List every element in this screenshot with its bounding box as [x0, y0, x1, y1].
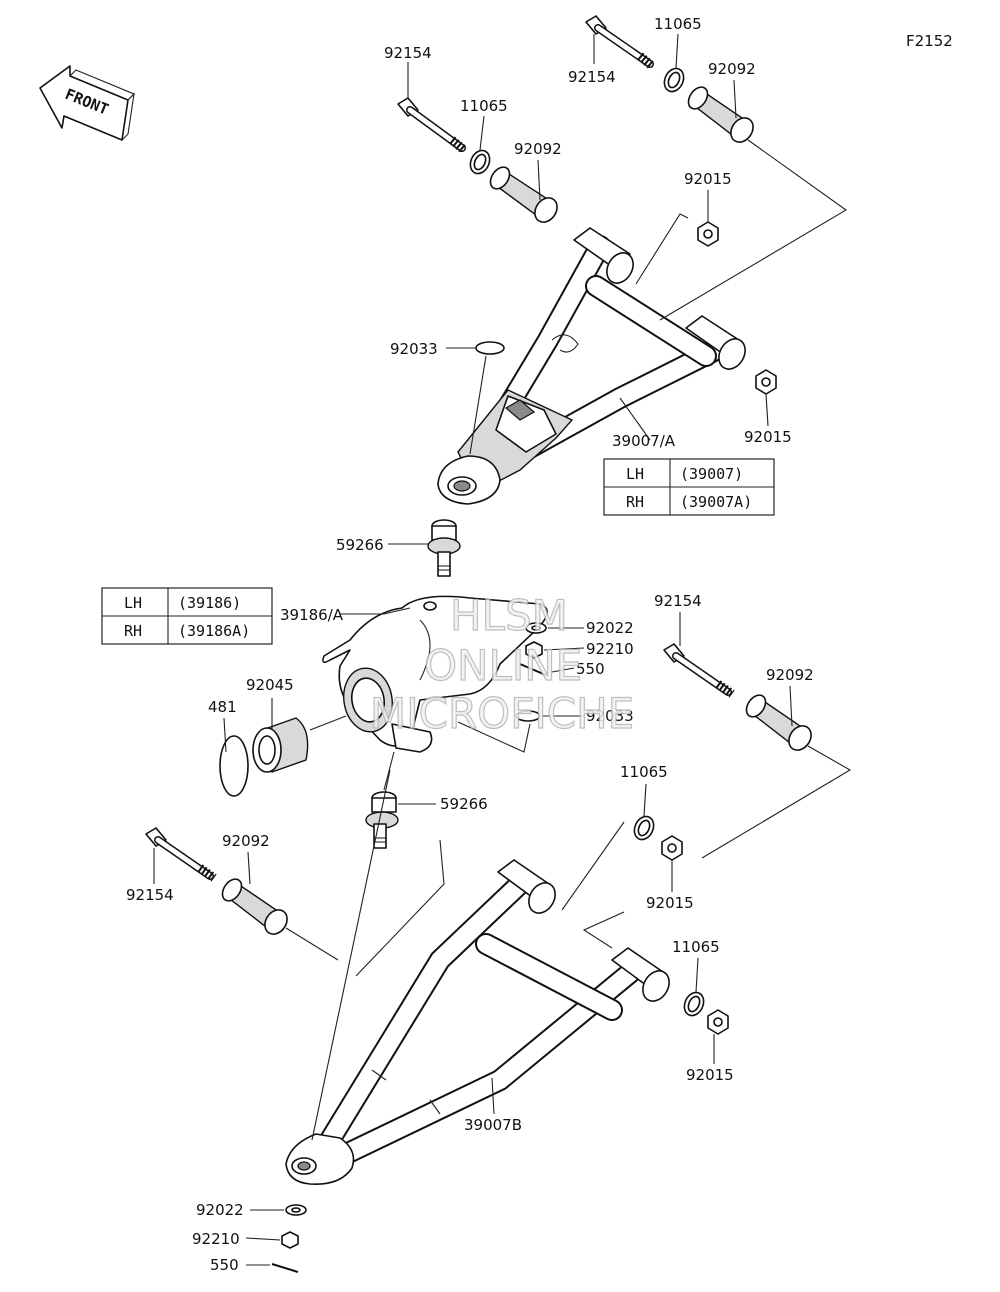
callout-92045: 92045: [246, 676, 294, 694]
lower-front-hardware: [633, 612, 852, 892]
upper-a-arm: [437, 227, 746, 505]
lower-a-arm: [285, 859, 670, 1185]
lower-arm-right-hardware: [311, 769, 729, 1141]
wheel-bearing: [219, 698, 347, 797]
callout-92210-bottom: 92210: [192, 1230, 240, 1248]
watermark-line2: ONLINE: [424, 641, 582, 690]
upper-table-side-rh: RH: [626, 493, 644, 511]
callout-92154-upper-right: 92154: [568, 68, 616, 86]
lower-rear-hardware: [145, 827, 339, 961]
callout-11065-upper-left: 11065: [460, 97, 508, 115]
callout-92015-upper-arm: 92015: [744, 428, 792, 446]
upper-hardware: [397, 15, 777, 395]
callout-92092-mid-right: 92092: [766, 666, 814, 684]
knuckle-table-part-rh: (39186A): [178, 622, 250, 640]
front-arrow-icon: FRONT: [39, 65, 135, 141]
watermark-line1: HLSM: [450, 591, 568, 640]
callout-92210-knuckle: 92210: [586, 640, 634, 658]
callout-59266-upper: 59266: [336, 536, 384, 554]
callout-550-knuckle: 550: [576, 660, 605, 678]
callout-92015-lower: 92015: [686, 1066, 734, 1084]
bottom-hardware: [245, 1204, 307, 1273]
callout-92022-knuckle: 92022: [586, 619, 634, 637]
callout-92092-upper-left: 92092: [514, 140, 562, 158]
callout-39186a: 39186/A: [280, 606, 344, 624]
knuckle-table-side-lh: LH: [124, 594, 142, 612]
callout-11065-mid: 11065: [620, 763, 668, 781]
callout-92015-mid: 92015: [646, 894, 694, 912]
upper-table-part-rh: (39007A): [680, 493, 752, 511]
callout-481: 481: [208, 698, 237, 716]
callout-92092-lower-left: 92092: [222, 832, 270, 850]
upper-ball-joint: [388, 519, 461, 577]
steering-knuckle: [322, 595, 548, 753]
callout-550-bottom: 550: [210, 1256, 239, 1274]
callout-92154-lower-left: 92154: [126, 886, 174, 904]
knuckle-hardware: [340, 613, 585, 753]
callout-92154-upper-left: 92154: [384, 44, 432, 62]
upper-leaders: [407, 33, 848, 455]
upper-table-part-lh: (39007): [680, 465, 743, 483]
callout-92092-upper-right: 92092: [708, 60, 756, 78]
callout-92015-upper: 92015: [684, 170, 732, 188]
knuckle-table-side-rh: RH: [124, 622, 142, 640]
callout-92033-knuckle: 92033: [586, 707, 634, 725]
callout-labels: 92154 11065 92092 92154 11065 92092 9201…: [126, 15, 814, 1274]
knuckle-table: LH (39186) RH (39186A): [101, 587, 273, 645]
watermark-line3: MICROFICHE: [370, 689, 634, 738]
callout-92022-bottom: 92022: [196, 1201, 244, 1219]
knuckle-table-part-lh: (39186): [178, 594, 241, 612]
figure-code: F2152: [906, 32, 953, 50]
callout-92033-upper: 92033: [390, 340, 438, 358]
callout-39007a: 39007/A: [612, 432, 676, 450]
upper-arm-table: LH (39007) RH (39007A): [603, 458, 775, 516]
callout-59266-lower: 59266: [440, 795, 488, 813]
callout-39007b: 39007B: [464, 1116, 522, 1134]
callout-92154-mid-right: 92154: [654, 592, 702, 610]
watermark: HLSM ONLINE MICROFICHE: [369, 590, 634, 738]
callout-11065-upper-right: 11065: [654, 15, 702, 33]
upper-table-side-lh: LH: [626, 465, 644, 483]
callout-11065-lower: 11065: [672, 938, 720, 956]
